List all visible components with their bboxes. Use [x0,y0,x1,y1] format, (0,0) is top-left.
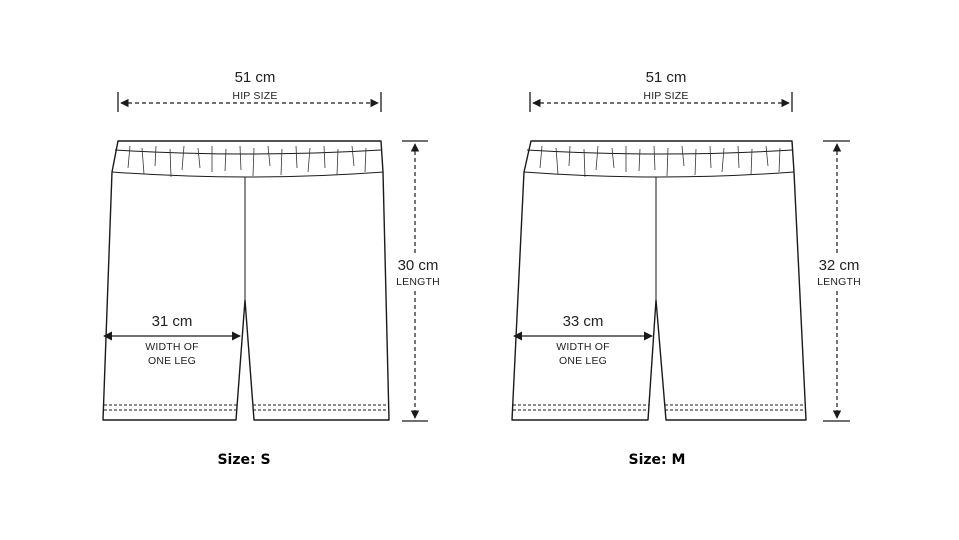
length-value: 30 cm [398,257,439,274]
length-label: LENGTH [396,276,440,288]
waistband-bottom [523,171,795,178]
leg-width-value: 31 cm [152,313,193,330]
waistband-gathers [127,145,367,178]
shorts-illustration [511,140,807,421]
shorts-illustration [102,140,390,421]
waistband-gathers [539,145,781,178]
leg-width-value: 33 cm [563,313,604,330]
shorts-outline [102,140,390,421]
size-label: Size: M [629,452,686,468]
length-label-bg [815,255,863,289]
leg-width-label-1: WIDTH OF [145,341,199,353]
panel-size-s: 51 cm HIP SIZE [102,69,443,468]
waistband-bottom [111,171,384,178]
leg-width-label-2: ONE LEG [559,355,607,367]
shorts-outline [511,140,807,421]
waistband-stitch [526,149,793,155]
leg-width-label-2: ONE LEG [148,355,196,367]
leg-width-label-1: WIDTH OF [556,341,610,353]
hip-label: HIP SIZE [232,90,277,102]
length-label-bg [395,255,443,289]
length-label: LENGTH [817,276,861,288]
hip-value: 51 cm [235,69,276,86]
waistband-stitch [114,149,382,155]
hip-label: HIP SIZE [643,90,688,102]
panel-size-m: 51 cm HIP SIZE 32 cm [511,69,863,468]
length-value: 32 cm [819,257,860,274]
size-label: Size: S [217,452,270,468]
hip-value: 51 cm [646,69,687,86]
